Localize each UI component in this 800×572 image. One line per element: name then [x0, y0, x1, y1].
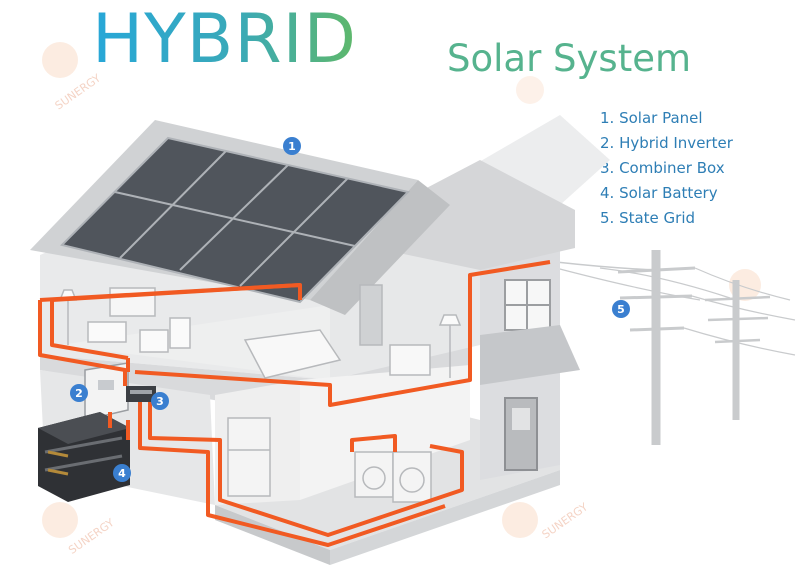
callout-badge-4: 4 — [113, 464, 131, 482]
callout-badge-1: 1 — [283, 137, 301, 155]
watermark-logo — [516, 76, 544, 104]
svg-text:3: 3 — [156, 395, 164, 408]
callout-badge-5: 5 — [612, 300, 630, 318]
svg-text:4: 4 — [118, 467, 126, 480]
solar-panel-array — [60, 136, 410, 304]
watermark-logo: SUNERGY — [42, 42, 103, 112]
legend-item-solar-battery: 4. Solar Battery — [600, 184, 718, 202]
callout-badge-2: 2 — [70, 384, 88, 402]
svg-text:1: 1 — [288, 140, 296, 153]
title-solar-system: Solar System — [447, 37, 692, 80]
legend-item-state-grid: 5. State Grid — [600, 209, 696, 227]
state-grid-poles — [555, 250, 796, 445]
svg-text:5: 5 — [617, 303, 625, 316]
svg-text:2: 2 — [75, 387, 83, 400]
component-legend: 1. Solar Panel 2. Hybrid Inverter 3. Com… — [600, 108, 733, 233]
rooftop-wire — [39, 283, 301, 302]
callout-badge-3: 3 — [151, 392, 169, 410]
legend-item-solar-panel: 1. Solar Panel — [600, 109, 703, 127]
title-hybrid: HYBRID — [92, 0, 357, 79]
legend-item-combiner-box: 3. Combiner Box — [600, 159, 725, 177]
furniture-sketches — [58, 284, 462, 503]
combiner-box — [126, 386, 156, 402]
hybrid-inverter — [84, 362, 129, 421]
watermark-logo: SUNERGY — [502, 500, 590, 541]
svg-text:SUNERGY: SUNERGY — [540, 500, 591, 541]
solar-battery — [38, 412, 130, 502]
watermark-logo: SUNERGY — [42, 502, 117, 557]
legend-item-hybrid-inverter: 2. Hybrid Inverter — [600, 134, 733, 152]
